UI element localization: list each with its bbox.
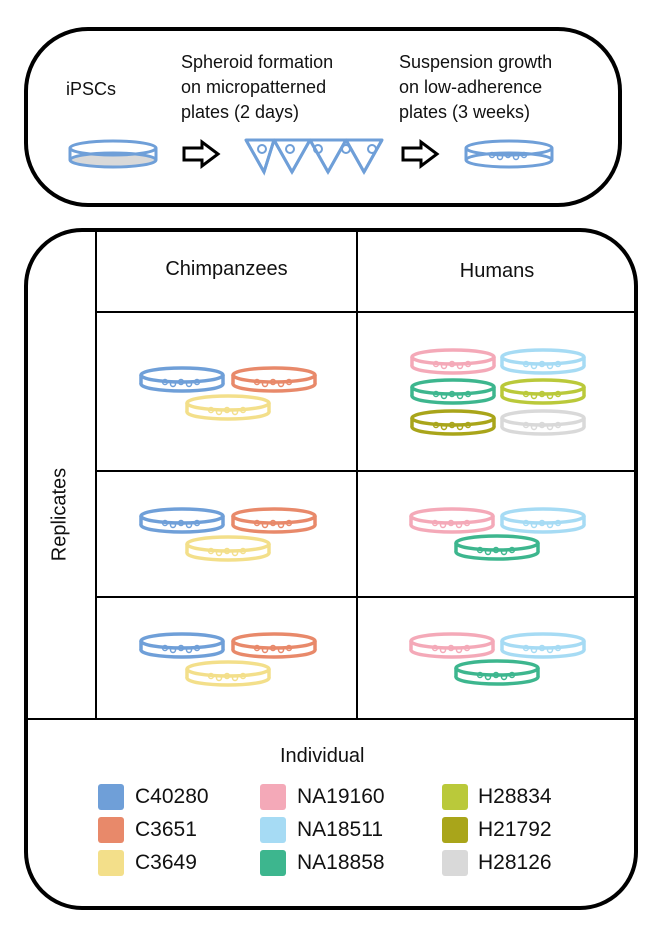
suspension-label-line2: on low-adherence [399,77,543,97]
legend-label-na18858: NA18858 [297,851,385,874]
dish-icon [139,507,225,534]
legend-swatch-h28834 [442,784,468,810]
grid-divider [356,230,358,720]
dish-icon [185,394,271,421]
legend-label-c3649: C3649 [135,851,197,874]
workflow-panel [24,27,622,207]
column-header-chimpanzees: Chimpanzees [165,258,288,280]
dish-icon [139,632,225,659]
dish-icon [231,632,317,659]
dish-icon [139,366,225,393]
suspension-label-line1: Suspension growth [399,52,553,72]
spheroid-label-line1: Spheroid formation [181,52,334,72]
legend-label-c3651: C3651 [135,818,197,841]
legend-title: Individual [280,745,365,767]
grid-divider [26,718,636,720]
suspension-label-line3: plates (3 weeks) [399,102,531,122]
grid-divider [95,470,636,472]
spheroid-label-line2: on micropatterned [181,77,327,97]
experiment-grid [24,228,638,910]
dish-icon [454,534,540,561]
dish-icon [500,507,586,534]
legend-label-h28126: H28126 [478,851,552,874]
arrow-right-icon [401,139,440,169]
legend-swatch-na18858 [260,850,286,876]
dish-icon [410,348,496,375]
ipsc-dish-icon [68,139,158,169]
legend-label-na19160: NA19160 [297,785,385,808]
dish-icon [500,348,586,375]
legend-swatch-h28126 [442,850,468,876]
ipscs-label: iPSCs [66,79,117,99]
spheroid-label-line3: plates (2 days) [181,102,300,122]
legend-swatch-na19160 [260,784,286,810]
legend-swatch-c3649 [98,850,124,876]
dish-icon [409,507,495,534]
legend-swatch-c40280 [98,784,124,810]
dish-icon [410,409,496,436]
row-label-replicates: Replicates [48,467,71,562]
dish-icon [410,378,496,405]
dish-icon [454,659,540,686]
legend-label-h21792: H21792 [478,818,552,841]
legend-label-na18511: NA18511 [297,818,384,841]
dish-icon [500,409,586,436]
dish-icon [185,660,271,687]
dish-icon [185,535,271,562]
legend-label-c40280: C40280 [135,785,209,808]
dish-icon [231,366,317,393]
legend-label-h28834: H28834 [478,785,552,808]
dish-icon [500,632,586,659]
legend-swatch-na18511 [260,817,286,843]
legend-swatch-c3651 [98,817,124,843]
grid-divider [95,230,97,720]
grid-divider [95,596,636,598]
suspension-dish-icon [464,139,554,169]
column-header-humans: Humans [459,260,535,282]
dish-icon [231,507,317,534]
micropatterned-plate-icon [244,138,384,176]
arrow-right-icon [182,139,221,169]
legend-swatch-h21792 [442,817,468,843]
dish-icon [409,632,495,659]
dish-icon [500,378,586,405]
grid-divider [95,311,636,313]
